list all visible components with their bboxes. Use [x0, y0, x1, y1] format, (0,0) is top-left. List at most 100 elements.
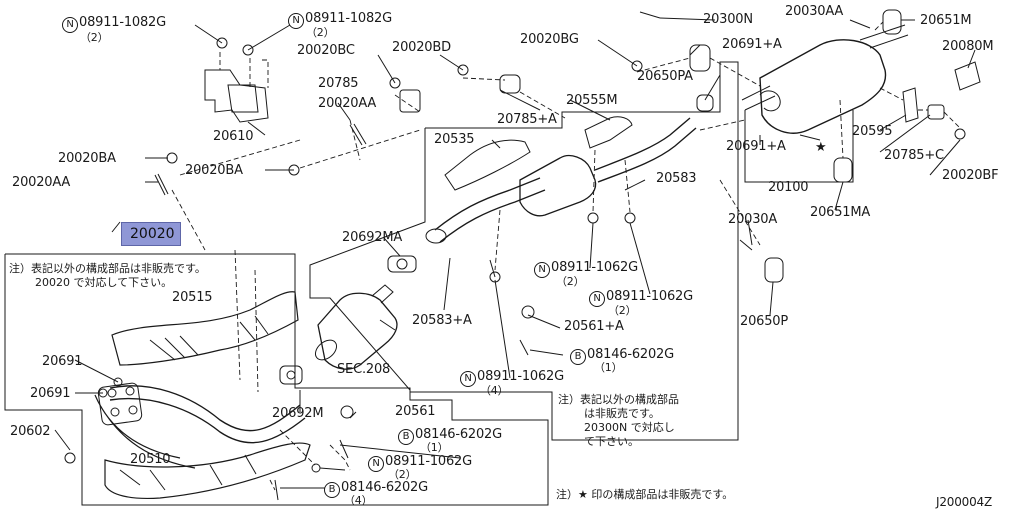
- rubber-mount-20651ma: [833, 157, 853, 183]
- part-number: 08911-1062G: [477, 369, 565, 384]
- part-number: 08911-1082G: [305, 11, 393, 26]
- label-20030a[interactable]: 20030A: [728, 212, 778, 227]
- qty-label: （2）: [608, 304, 637, 317]
- label-20650p[interactable]: 20650P: [740, 314, 788, 329]
- label-20595[interactable]: 20595: [852, 124, 893, 139]
- part-number: 08146-6202G: [587, 347, 675, 362]
- group-box-20020: [4, 253, 549, 506]
- part-number: 08146-6202G: [415, 427, 503, 442]
- bolt-prefix-icon: B: [324, 482, 340, 498]
- label-20300n[interactable]: 20300N: [703, 12, 753, 27]
- label-20583[interactable]: 20583: [656, 171, 697, 186]
- group-box-20300n: [309, 61, 739, 441]
- highlight-part-number[interactable]: 20020: [130, 226, 175, 242]
- label-20020bf[interactable]: 20020BF: [942, 168, 999, 183]
- label-20100[interactable]: 20100: [768, 180, 809, 195]
- qty-label: （1）: [594, 361, 623, 374]
- bolt-prefix-icon: B: [398, 429, 414, 445]
- part-number: 08911-1062G: [606, 289, 694, 304]
- label-20561a[interactable]: 20561+A: [564, 319, 624, 334]
- part-number: 08911-1082G: [79, 15, 167, 30]
- catalyst-sec208: [317, 292, 398, 370]
- part-number: 08146-6202G: [341, 480, 429, 495]
- rubber-mount-20650p: [764, 257, 784, 283]
- label-20602[interactable]: 20602: [10, 424, 51, 439]
- nut-prefix-icon: N: [534, 262, 550, 278]
- group-box-20100: [744, 110, 854, 183]
- qty-label: （2）: [306, 26, 335, 39]
- label-20610[interactable]: 20610: [213, 129, 254, 144]
- qty-label: （2）: [556, 275, 585, 288]
- label-20020bg[interactable]: 20020BG: [520, 32, 579, 47]
- label-20691-a[interactable]: 20691: [42, 354, 83, 369]
- center-pipe: [434, 177, 546, 243]
- label-20785a-mid[interactable]: 20785+A: [497, 112, 557, 127]
- rubber-mount-20650pa: [689, 44, 711, 72]
- qty-label: （4）: [344, 494, 373, 507]
- label-20030aa[interactable]: 20030AA: [785, 4, 844, 19]
- label-20785c[interactable]: 20785+C: [884, 148, 944, 163]
- qty-label: （1）: [420, 441, 449, 454]
- label-20691a[interactable]: 20691+A: [726, 139, 786, 154]
- qty-label: （2）: [80, 31, 109, 44]
- lower-shield-20510: [104, 442, 311, 500]
- label-20535[interactable]: 20535: [434, 132, 475, 147]
- nut-prefix-icon: N: [62, 17, 78, 33]
- part-number: 08911-1062G: [551, 260, 639, 275]
- label-20651m[interactable]: 20651M: [920, 13, 972, 28]
- qty-label: （2）: [388, 468, 417, 481]
- label-sec208[interactable]: SEC.208: [337, 362, 391, 377]
- label-20785[interactable]: 20785: [318, 76, 359, 91]
- note-right-line4: て下さい。: [584, 435, 639, 448]
- label-20020ba-a[interactable]: 20020BA: [58, 151, 116, 166]
- qty-label: （4）: [480, 384, 509, 397]
- note-right-line1: 注）表記以外の構成部品: [558, 393, 679, 406]
- part-number: 08911-1062G: [385, 454, 473, 469]
- note-left-line1: 注）表記以外の構成部品は非販売です。: [9, 262, 206, 275]
- note-right-line3: 20300N で対応し: [584, 421, 675, 434]
- tail-finisher-20080m: [954, 61, 981, 91]
- note-left-line2: 20020 で対応して下さい。: [35, 276, 173, 289]
- label-20020bd[interactable]: 20020BD: [392, 40, 451, 55]
- label-20515[interactable]: 20515: [172, 290, 213, 305]
- star-marker: ★: [815, 140, 827, 155]
- label-20080m[interactable]: 20080M: [942, 39, 994, 54]
- bracket-20610: [204, 69, 269, 123]
- label-20020aa-top[interactable]: 20020AA: [318, 96, 377, 111]
- label-20691a-top[interactable]: 20691+A: [722, 37, 782, 52]
- label-20555m[interactable]: 20555M: [566, 93, 618, 108]
- bolt-prefix-icon: B: [570, 349, 586, 365]
- label-20692m[interactable]: 20692M: [272, 406, 324, 421]
- note-right-line2: は非販売です。: [584, 407, 660, 420]
- main-muffler-20100: [759, 39, 887, 134]
- note-bottom: 注）★ 印の構成部品は非販売です。: [556, 488, 734, 501]
- label-20020ba-b[interactable]: 20020BA: [185, 163, 243, 178]
- label-20691-b[interactable]: 20691: [30, 386, 71, 401]
- nut-prefix-icon: N: [288, 13, 304, 29]
- label-20510[interactable]: 20510: [130, 452, 171, 467]
- nut-prefix-icon: N: [460, 371, 476, 387]
- label-20583a[interactable]: 20583+A: [412, 313, 472, 328]
- label-20561[interactable]: 20561: [395, 404, 436, 419]
- label-20020aa[interactable]: 20020AA: [12, 175, 71, 190]
- label-20020bc[interactable]: 20020BC: [297, 43, 355, 58]
- nut-prefix-icon: N: [368, 456, 384, 472]
- label-20651ma[interactable]: 20651MA: [810, 205, 871, 220]
- label-20692ma[interactable]: 20692MA: [342, 230, 403, 245]
- front-tube-20510: [109, 385, 306, 444]
- rubber-mount-20651m: [882, 9, 902, 35]
- gasket-20692ma: [387, 255, 417, 273]
- label-20650pa[interactable]: 20650PA: [637, 69, 693, 84]
- heat-shield-20535: [444, 139, 531, 191]
